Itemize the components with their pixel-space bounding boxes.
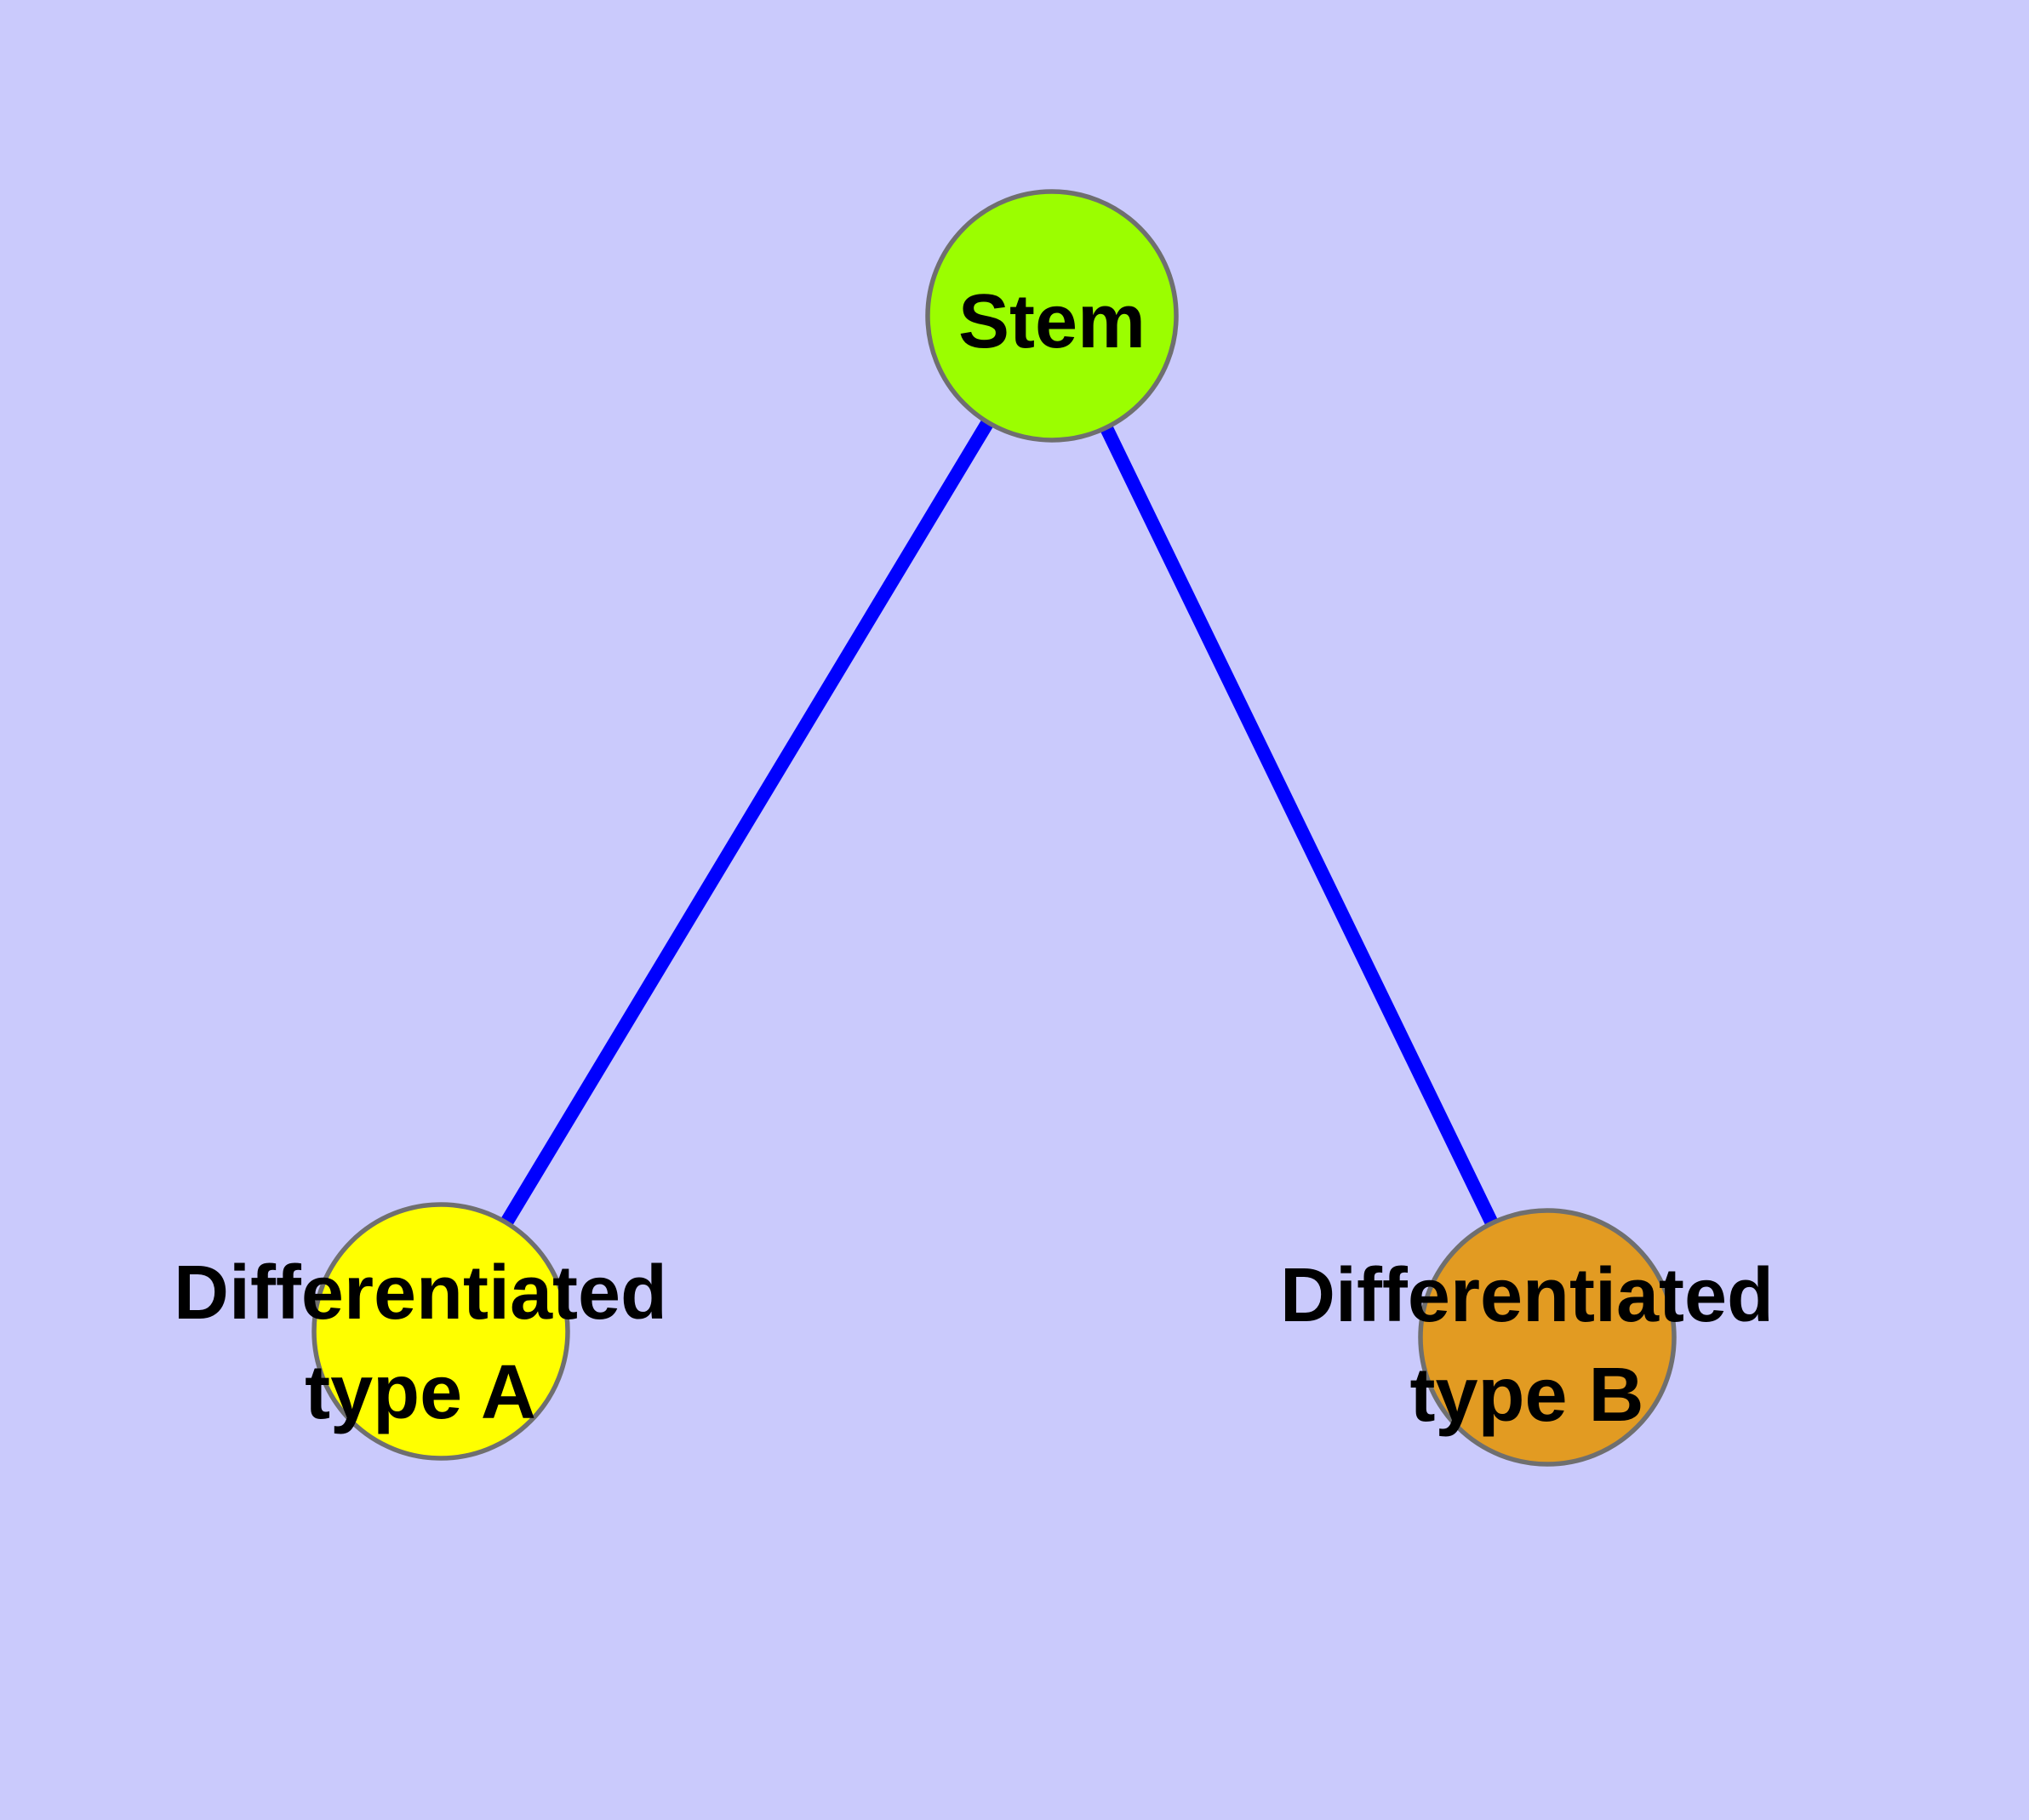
node-type-b-label-line2: type B — [1409, 1353, 1643, 1438]
node-stem-circle — [925, 189, 1179, 443]
node-type-b-circle — [1418, 1208, 1677, 1467]
node-type-a-label-line2: type A — [305, 1350, 536, 1435]
edge-stem-to-type-b — [1045, 312, 1554, 1341]
node-stem-label: Stem — [958, 279, 1146, 364]
node-type-a-label-line1: Differentiated — [174, 1251, 667, 1336]
edge-stem-to-type-a — [435, 312, 1058, 1336]
node-type-b-label-line1: Differentiated — [1280, 1253, 1774, 1338]
node-type-a-circle — [311, 1202, 570, 1461]
